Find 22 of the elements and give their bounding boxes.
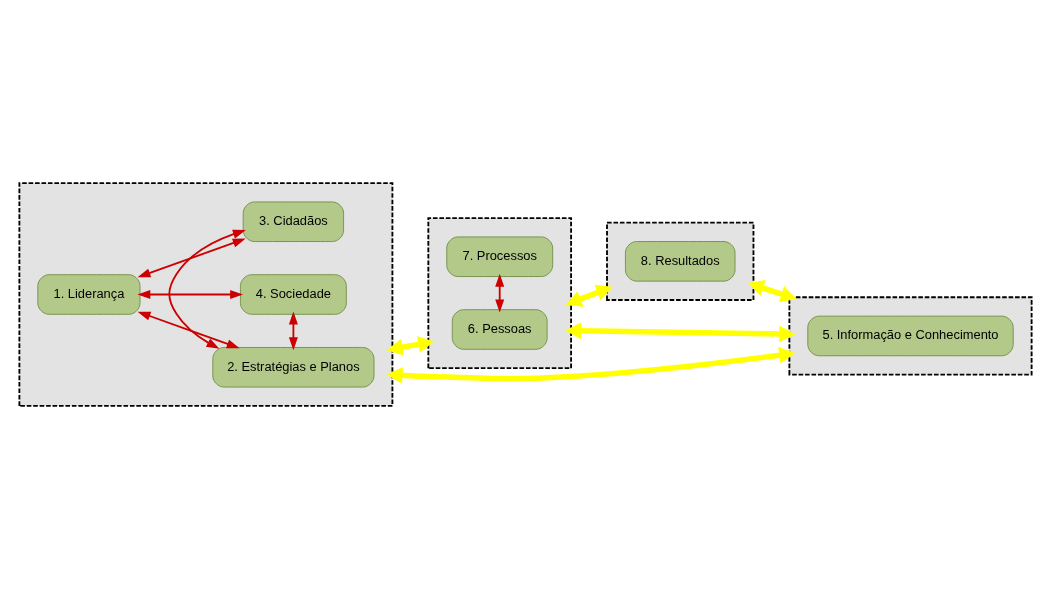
node-box: 3. Cidadãos [242, 201, 345, 242]
node-box: 1. Liderança [37, 274, 141, 315]
arrow [747, 280, 797, 303]
node-box: 5. Informação e Conhecimento [807, 315, 1014, 357]
arrow [137, 290, 244, 299]
arrow [565, 284, 613, 307]
arrow [386, 336, 435, 356]
node-box: 2. Estratégias e Planos [212, 347, 375, 388]
cluster [788, 296, 1033, 376]
cluster [427, 217, 572, 370]
cluster [18, 182, 394, 407]
node-box: 4. Sociedade [239, 274, 347, 315]
node-box: 7. Processos [446, 236, 554, 277]
arrow [137, 238, 246, 278]
arrow [288, 311, 298, 351]
arrow [137, 311, 240, 349]
cluster [606, 221, 755, 301]
arrow [168, 229, 246, 349]
node-box: 6. Pessoas [451, 309, 548, 350]
arrow [565, 322, 796, 343]
arrow [386, 346, 796, 384]
node-box: 8. Resultados [624, 241, 736, 282]
